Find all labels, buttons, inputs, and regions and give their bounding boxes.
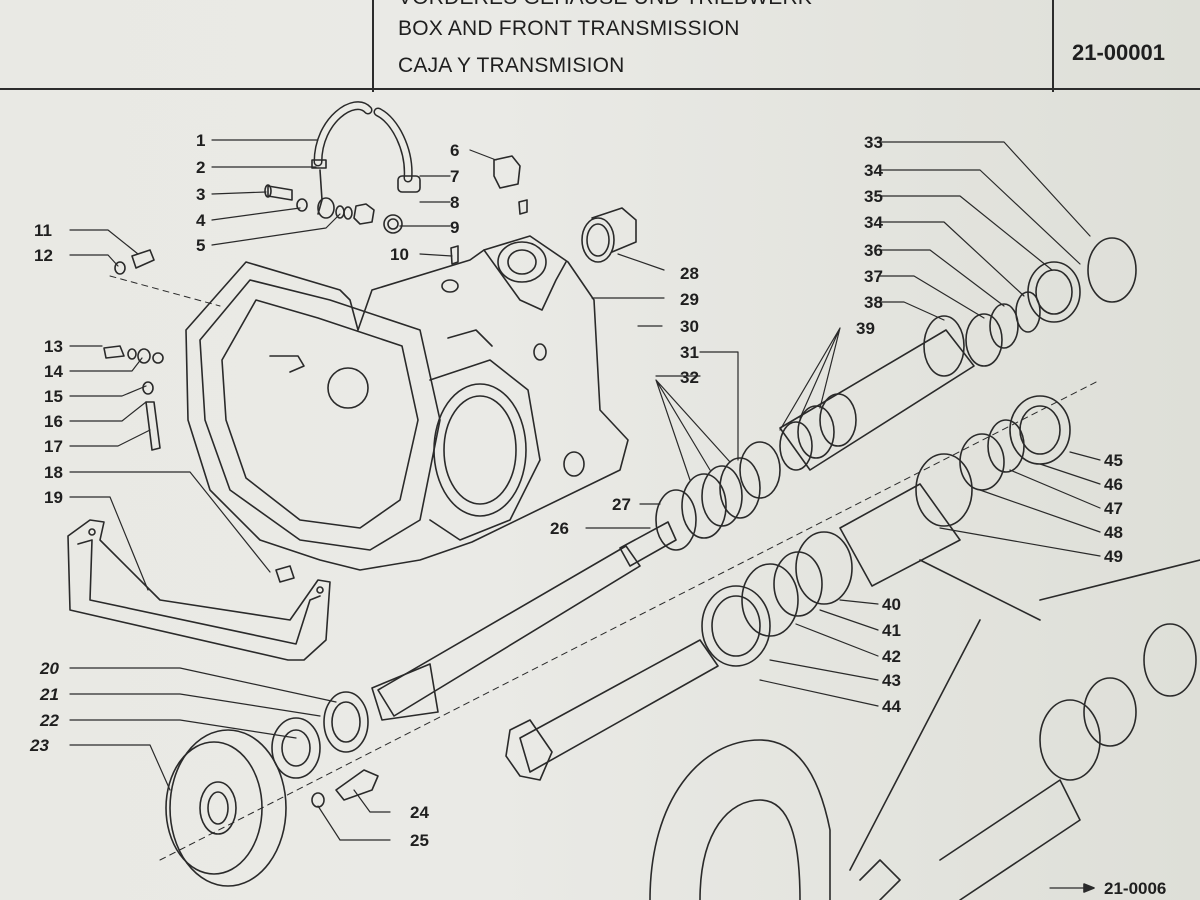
callout-27: 27 (612, 495, 631, 514)
callout-10: 10 (390, 245, 409, 264)
callout-44: 44 (882, 697, 901, 716)
callout-38: 38 (864, 293, 883, 312)
header-divider-vertical-right (1052, 0, 1054, 92)
shaft-38 (779, 315, 975, 471)
callout-4: 4 (196, 211, 206, 230)
right-lower-assembly (849, 559, 1200, 900)
callout-45: 45 (1104, 451, 1123, 470)
axis-lines (109, 275, 1101, 861)
callout-26: 26 (550, 519, 569, 538)
callout-13: 13 (44, 337, 63, 356)
title-line-es: CAJA Y TRANSMISION (398, 54, 625, 77)
page-code: 21-00001 (1072, 40, 1165, 65)
callout-labels: 1 2 3 4 5 6 7 8 9 10 11 12 13 14 15 16 1… (29, 131, 1166, 898)
callout-34: 34 (864, 161, 883, 180)
callout-16: 16 (44, 412, 63, 431)
callout-21: 21 (39, 685, 59, 704)
header-divider-bottom (0, 88, 1200, 90)
callout-15: 15 (44, 387, 63, 406)
callout-8: 8 (450, 193, 459, 212)
callout-30: 30 (680, 317, 699, 336)
callout-48: 48 (1104, 523, 1123, 542)
page-header: VORDERES GEHÄUSE UND TRIEBWERK BOX AND F… (0, 0, 1200, 92)
snap-rings-32 (655, 441, 781, 551)
callout-47: 47 (1104, 499, 1123, 518)
callout-34-second: 34 (864, 213, 883, 232)
title-line-de: VORDERES GEHÄUSE UND TRIEBWERK (398, 0, 812, 10)
callout-49: 49 (1104, 547, 1123, 566)
callout-46: 46 (1104, 475, 1123, 494)
bearing-stack-33-37 (965, 237, 1137, 367)
callout-12: 12 (34, 246, 53, 265)
callout-20: 20 (39, 659, 59, 678)
callout-19: 19 (44, 488, 63, 507)
callout-11: 11 (34, 221, 52, 240)
callout-18: 18 (44, 463, 63, 482)
callout-25: 25 (410, 831, 429, 850)
hose-assembly (264, 101, 528, 265)
callout-23: 23 (29, 736, 49, 755)
bracket-19 (67, 519, 331, 661)
callout-1: 1 (196, 131, 205, 150)
callout-3: 3 (196, 185, 205, 204)
header-divider-vertical-left (372, 0, 374, 92)
callout-28: 28 (680, 264, 699, 283)
callout-29: 29 (680, 290, 699, 309)
callout-35: 35 (864, 187, 883, 206)
callout-6: 6 (450, 141, 459, 160)
callout-40: 40 (882, 595, 901, 614)
callout-43: 43 (882, 671, 901, 690)
callout-14: 14 (44, 362, 63, 381)
callout-32: 32 (680, 368, 699, 387)
ref-arrow-icon (1083, 883, 1095, 893)
callout-17: 17 (44, 437, 63, 456)
callout-22: 22 (39, 711, 59, 730)
callout-24: 24 (410, 803, 429, 822)
main-shaft-26 (271, 521, 677, 779)
callout-41: 41 (882, 621, 901, 640)
callout-9: 9 (450, 218, 459, 237)
continuation-ref: 21-0006 (1104, 879, 1166, 898)
callout-5: 5 (196, 236, 205, 255)
title-line-en: BOX AND FRONT TRANSMISSION (398, 17, 740, 40)
front-housing-29 (185, 235, 629, 571)
callout-2: 2 (196, 158, 205, 177)
callout-36: 36 (864, 241, 883, 260)
callout-39: 39 (856, 319, 875, 338)
leader-lines (69, 139, 1101, 889)
callout-7: 7 (450, 167, 459, 186)
ring-gear (649, 739, 831, 900)
bolts-left (103, 249, 164, 451)
callout-42: 42 (882, 647, 901, 666)
callout-31: 31 (680, 343, 699, 362)
sleeve-28 (581, 207, 637, 263)
lower-stack-40-49 (505, 395, 1071, 781)
callout-37: 37 (864, 267, 883, 286)
flange-23 (165, 729, 379, 887)
callout-33: 33 (864, 133, 883, 152)
